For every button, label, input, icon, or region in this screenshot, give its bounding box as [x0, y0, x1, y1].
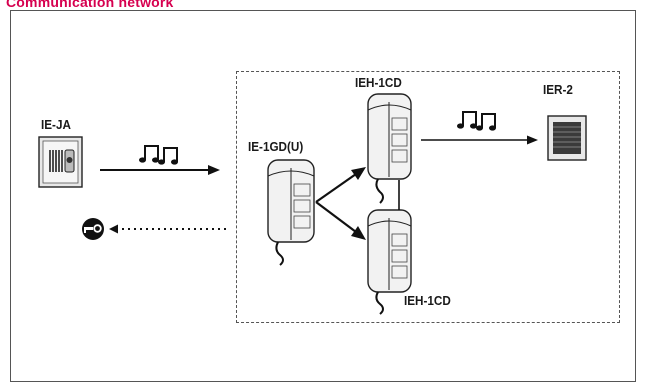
music-notes-icon	[462, 111, 496, 128]
system-boundary	[236, 71, 620, 323]
master-handset-icon	[267, 159, 315, 266]
door-station-label: IE-JA	[41, 117, 71, 132]
door-release-arrow	[109, 224, 228, 234]
speaker-arrow	[421, 135, 538, 145]
sub-station-bottom-label: IEH-1CD	[404, 293, 451, 308]
music-notes-icon	[144, 145, 178, 162]
master-station-label: IE-1GD(U)	[248, 139, 304, 154]
call-arrow	[100, 165, 220, 175]
speaker-label: IER-2	[543, 82, 573, 97]
page-title: Communication network	[6, 0, 174, 10]
sub-station-top-label: IEH-1CD	[355, 75, 402, 90]
diagram-frame	[10, 10, 636, 382]
sub-handset-icon	[367, 93, 412, 204]
door-station-icon	[38, 136, 83, 188]
branch-arrow-down	[315, 201, 366, 240]
key-icon	[82, 218, 104, 240]
speaker-icon	[547, 115, 587, 161]
branch-arrow-up	[315, 167, 366, 203]
sub-handset-icon	[367, 209, 412, 315]
